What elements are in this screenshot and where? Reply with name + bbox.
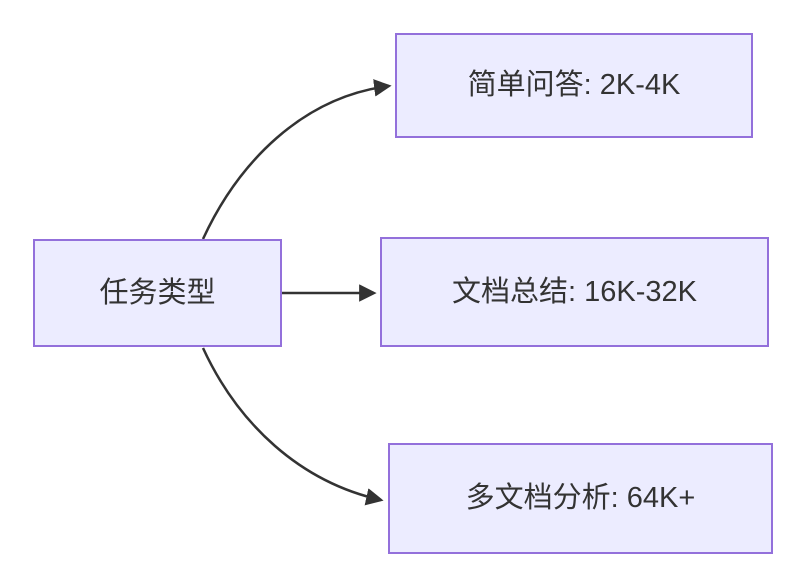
edge-task-to-simple-qa — [201, 79, 392, 240]
node-simple-qa-label: 简单问答: 2K-4K — [467, 69, 681, 102]
node-multi-doc-analysis: 多文档分析: 64K+ — [388, 443, 773, 554]
node-task-type-label: 任务类型 — [99, 276, 216, 309]
node-task-type: 任务类型 — [33, 239, 282, 347]
node-doc-summary-label: 文档总结: 16K-32K — [452, 275, 697, 308]
node-doc-summary: 文档总结: 16K-32K — [380, 237, 769, 347]
node-multi-doc-analysis-label: 多文档分析: 64K+ — [465, 482, 696, 515]
node-simple-qa: 简单问答: 2K-4K — [395, 33, 753, 138]
edge-task-to-multi-doc — [201, 347, 384, 506]
